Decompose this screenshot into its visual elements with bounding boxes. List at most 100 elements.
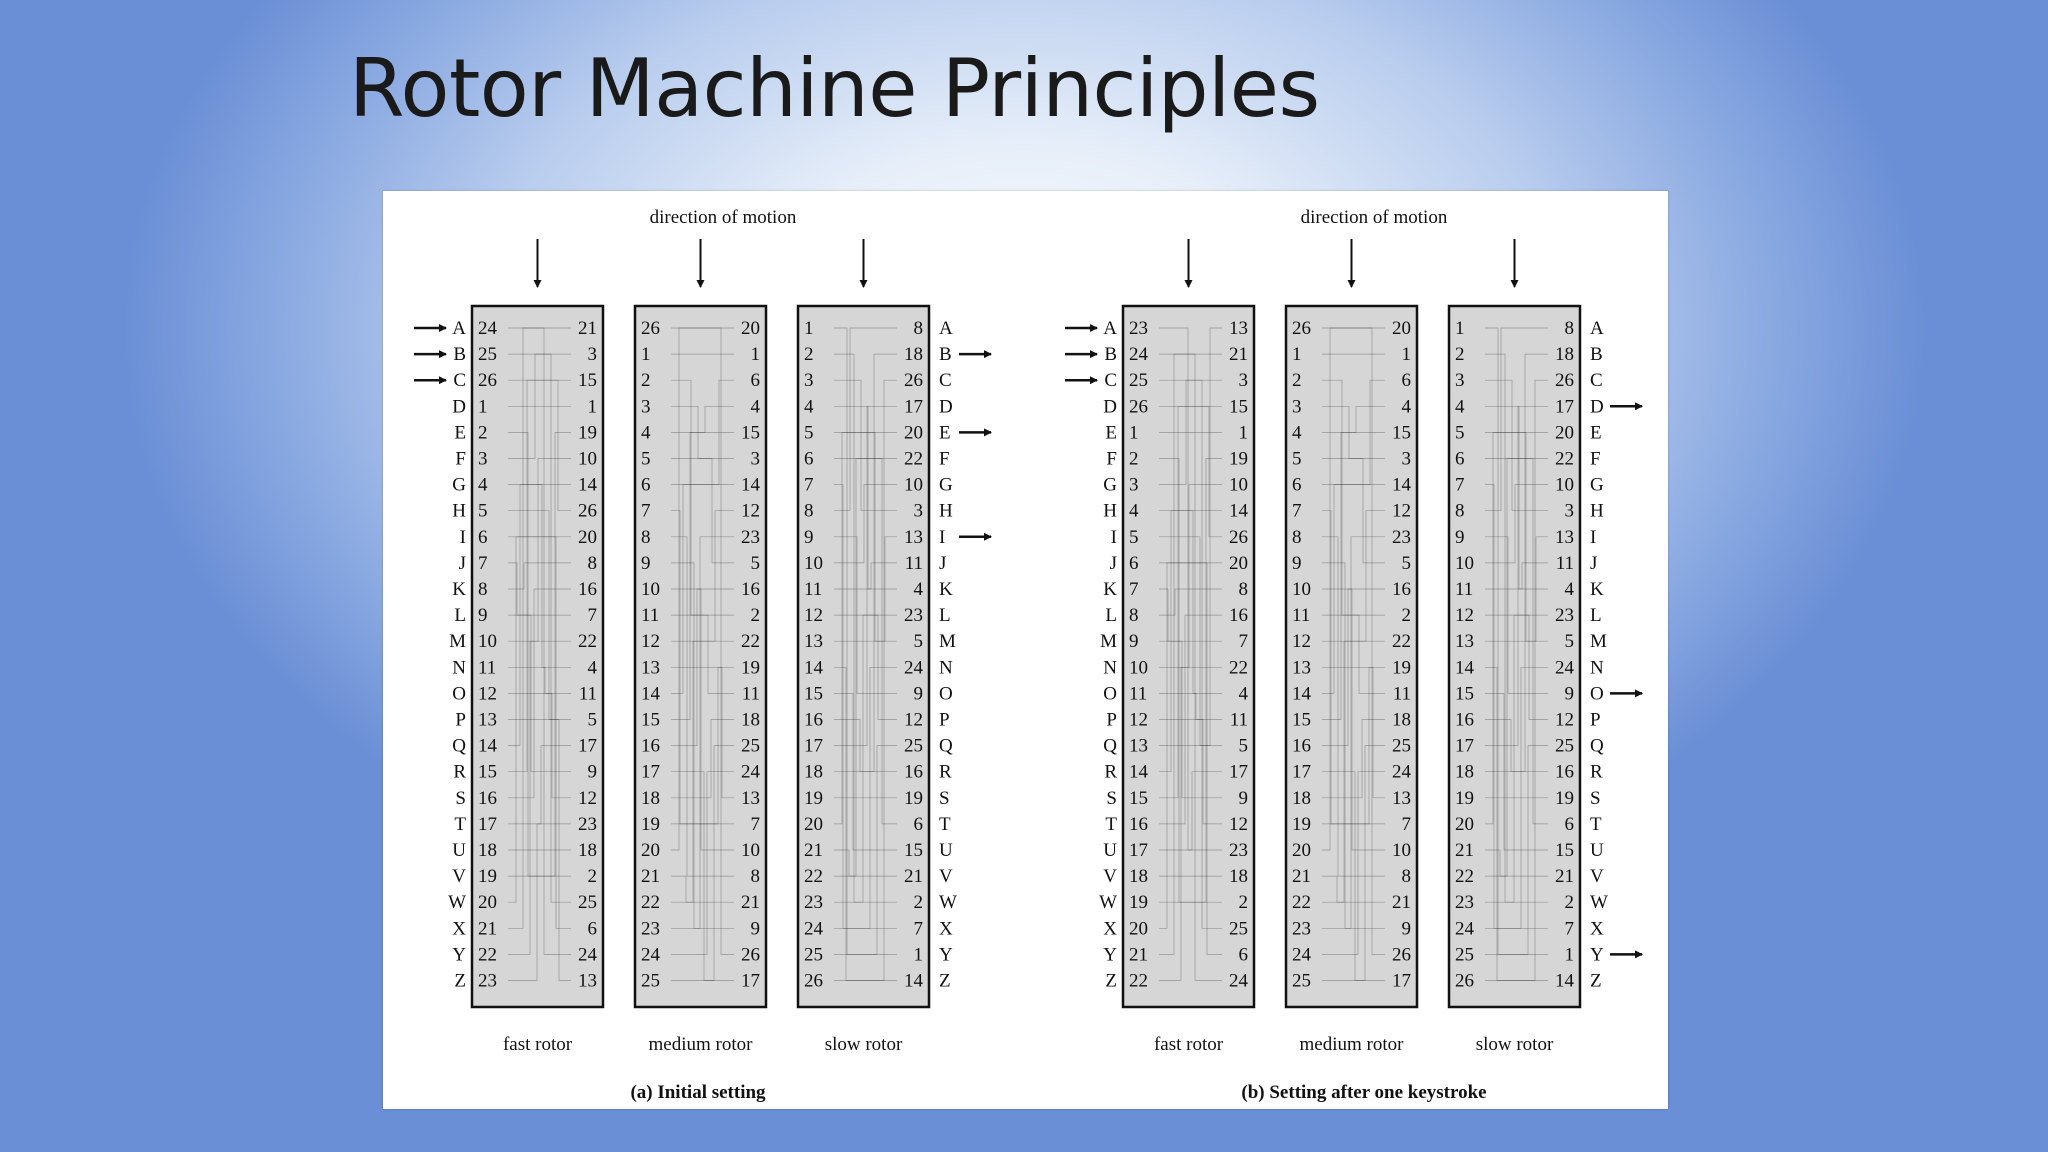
input-letter: T xyxy=(454,814,466,835)
input-letter: H xyxy=(452,501,466,522)
rotor-wire xyxy=(1159,693,1222,720)
rotor-left-number: 22 xyxy=(804,866,823,887)
rotor-right-number: 19 xyxy=(904,788,923,809)
rotor-right-number: 1 xyxy=(1239,422,1249,443)
input-letter: M xyxy=(1100,631,1117,652)
rotor-right-number: 23 xyxy=(904,605,923,626)
rotor-left-number: 3 xyxy=(641,396,651,417)
rotor-left-number: 12 xyxy=(804,605,823,626)
input-letter: B xyxy=(1104,344,1117,365)
rotor-wire xyxy=(671,614,734,694)
rotor-right-number: 16 xyxy=(1392,579,1411,600)
rotor-left-number: 25 xyxy=(641,971,660,992)
rotor-left-number: 23 xyxy=(1455,892,1474,913)
rotor-wire xyxy=(1159,327,1222,746)
rotor-left-number: 18 xyxy=(1455,762,1474,783)
rotor-wire xyxy=(1322,640,1385,903)
rotor-left-number: 18 xyxy=(804,762,823,783)
rotor-left-number: 18 xyxy=(478,840,497,861)
rotor-left-number: 4 xyxy=(641,422,651,443)
rotor-right-number: 13 xyxy=(1392,788,1411,809)
rotor-right-number: 13 xyxy=(904,527,923,548)
rotor-wire xyxy=(1485,432,1548,642)
rotor-box xyxy=(470,304,605,1009)
rotor-left-number: 25 xyxy=(804,944,823,965)
rotor-caption: slow rotor xyxy=(1476,1034,1554,1055)
rotor-right-number: 23 xyxy=(1392,527,1411,548)
rotor-wire xyxy=(508,327,571,955)
rotor-left-number: 6 xyxy=(1292,475,1302,496)
input-letter: R xyxy=(1104,762,1117,783)
rotor-left-number: 12 xyxy=(1292,631,1311,652)
rotor-right-number: 5 xyxy=(751,553,761,574)
output-letter: R xyxy=(1590,762,1603,783)
rotor-right-number: 16 xyxy=(1229,605,1248,626)
rotor-wire xyxy=(1485,536,1548,642)
rotor-left-number: 16 xyxy=(641,736,660,757)
rotor-right-number: 22 xyxy=(578,631,597,652)
rotor-wire xyxy=(1322,510,1385,642)
rotor-left-number: 2 xyxy=(1292,370,1302,391)
output-letter: A xyxy=(939,318,953,339)
rotor-right-number: 8 xyxy=(1402,866,1412,887)
panel-a: direction of motion242526123456789101112… xyxy=(414,207,992,1103)
rotor-wire xyxy=(1485,432,1548,825)
rotor-left-number: 2 xyxy=(804,344,814,365)
rotor-left-number: 4 xyxy=(478,475,488,496)
rotor-left-number: 20 xyxy=(1455,814,1474,835)
rotor-wire xyxy=(1322,458,1385,564)
rotor-wire xyxy=(1159,510,1222,773)
rotor-left-number: 6 xyxy=(641,475,651,496)
rotor-right-number: 23 xyxy=(578,814,597,835)
rotor-right-number: 8 xyxy=(1565,318,1575,339)
rotor-wire xyxy=(834,353,897,903)
rotor-right-number: 24 xyxy=(1555,657,1575,678)
rotor-left-number: 26 xyxy=(1129,396,1148,417)
rotor-right-number: 4 xyxy=(588,657,598,678)
input-letter: X xyxy=(1103,918,1117,939)
rotor-box xyxy=(1121,304,1256,1009)
rotor-wire xyxy=(508,536,571,929)
rotor-left-number: 9 xyxy=(804,527,814,548)
rotor-left-number: 1 xyxy=(478,396,488,417)
rotor-left-number: 7 xyxy=(1129,579,1139,600)
rotor-right-number: 9 xyxy=(1402,918,1412,939)
rotor-box xyxy=(1284,304,1419,1009)
rotor-left-number: 22 xyxy=(478,944,497,965)
rotor-wire xyxy=(671,771,734,955)
rotor-left-number: 1 xyxy=(804,318,814,339)
rotor-right-number: 1 xyxy=(914,944,924,965)
rotor-left-number: 13 xyxy=(1129,736,1148,757)
input-letter: A xyxy=(452,318,466,339)
rotor-left-number: 2 xyxy=(478,422,488,443)
rotor-wire xyxy=(834,327,897,955)
rotor-wire xyxy=(671,666,734,825)
rotor-right-number: 7 xyxy=(1402,814,1412,835)
input-letter: S xyxy=(455,788,466,809)
rotor-right-number: 26 xyxy=(1392,944,1411,965)
input-letter: A xyxy=(1103,318,1117,339)
input-letter: Y xyxy=(1103,944,1117,965)
rotor-slow-rotor: 1234567891011121314151617181920212223242… xyxy=(796,304,931,1055)
rotor-wire xyxy=(1485,405,1548,746)
rotor-wire xyxy=(1159,484,1222,668)
rotor-left-number: 23 xyxy=(478,971,497,992)
rotor-wire xyxy=(1159,353,1222,981)
rotor-right-number: 16 xyxy=(741,579,760,600)
rotor-right-number: 14 xyxy=(1392,475,1412,496)
rotor-left-number: 8 xyxy=(1129,605,1139,626)
rotor-left-number: 21 xyxy=(1292,866,1311,887)
rotor-wire xyxy=(1322,405,1385,459)
rotor-left-number: 3 xyxy=(1455,370,1465,391)
rotor-left-number: 6 xyxy=(1129,553,1139,574)
rotor-left-number: 22 xyxy=(1455,866,1474,887)
input-letter: K xyxy=(1103,579,1117,600)
rotor-left-number: 17 xyxy=(1292,762,1311,783)
output-letter: C xyxy=(939,370,952,391)
rotor-right-number: 12 xyxy=(1229,814,1248,835)
rotor-right-number: 7 xyxy=(914,918,924,939)
rotor-wire xyxy=(1322,432,1385,720)
rotor-left-number: 2 xyxy=(1455,344,1465,365)
output-letter: Q xyxy=(1590,736,1604,757)
input-letter: X xyxy=(452,918,466,939)
